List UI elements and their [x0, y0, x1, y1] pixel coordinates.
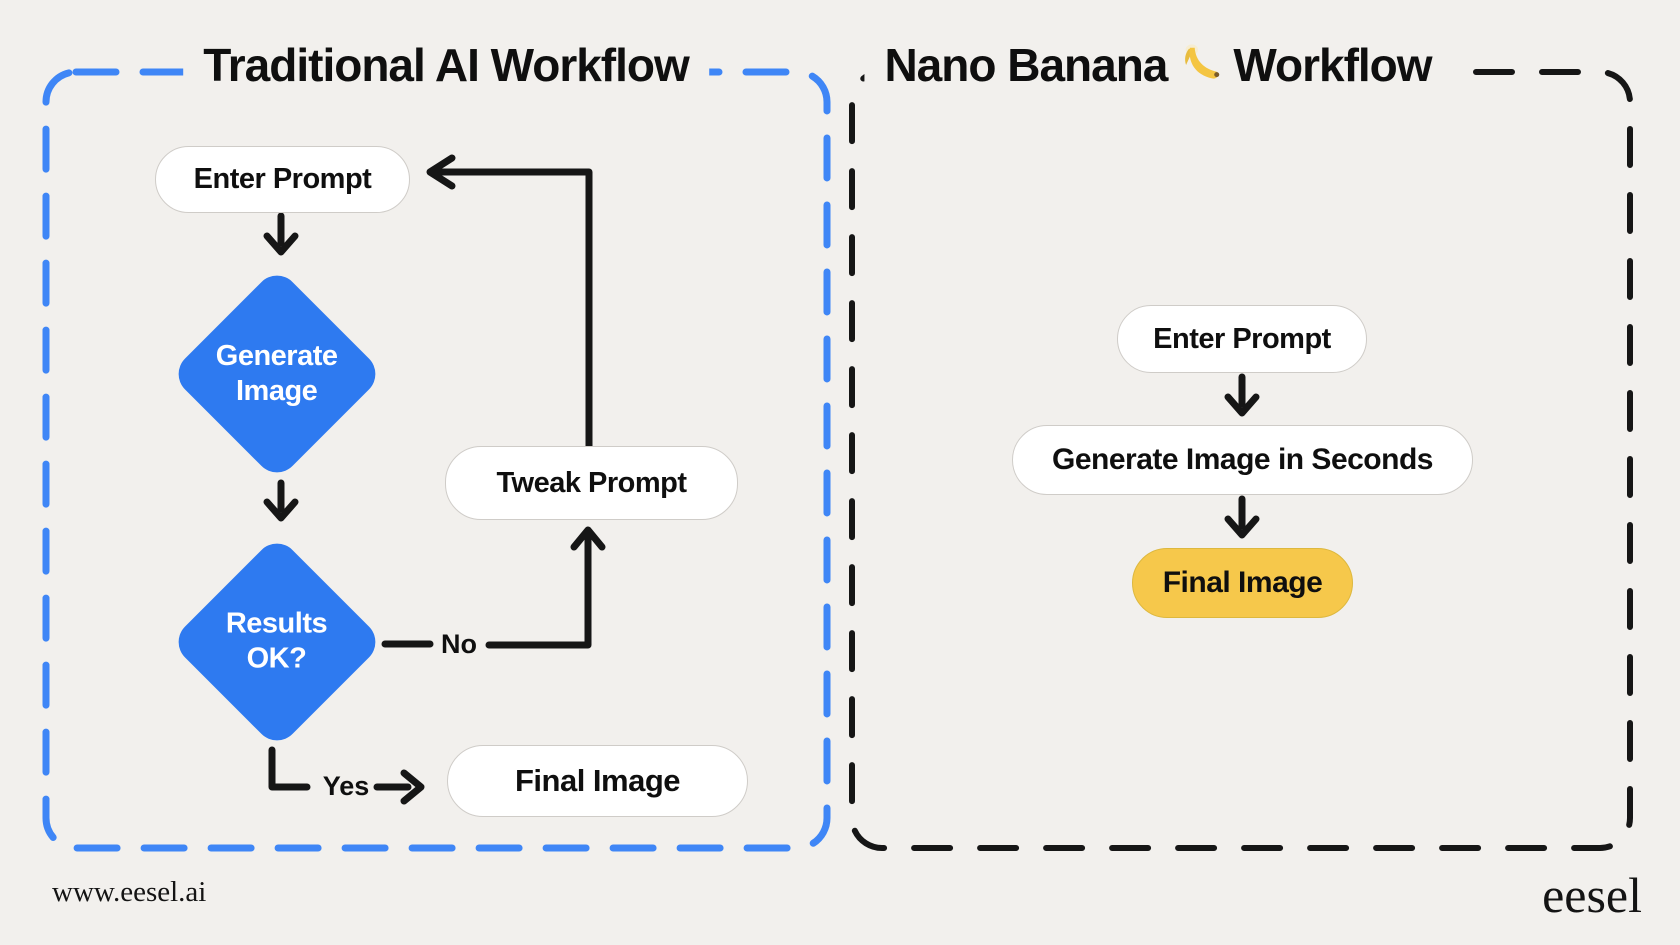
banana-emoji — [1185, 44, 1220, 79]
node-final-image-right-label: Final Image — [1162, 566, 1323, 599]
node-tweak-prompt: Tweak Prompt — [445, 446, 738, 520]
footer-website-url: www.eesel.ai — [52, 876, 207, 908]
node-final-image-right: Final Image — [1132, 548, 1353, 618]
arrow-generate-to-results — [263, 479, 299, 522]
node-tweak-prompt-label: Tweak Prompt — [496, 466, 687, 499]
node-enter-prompt-right-label: Enter Prompt — [1153, 322, 1331, 355]
left-panel-title: Traditional AI Workflow — [183, 38, 709, 92]
node-final-image-left: Final Image — [447, 745, 748, 817]
arrow-enter-to-generate-seconds — [1224, 373, 1260, 417]
edge-yes-to-final — [268, 746, 425, 805]
left-panel-title-text: Traditional AI Workflow — [203, 39, 690, 91]
arrow-generate-seconds-to-final — [1224, 495, 1260, 539]
node-enter-prompt-right: Enter Prompt — [1117, 305, 1367, 373]
node-generate-image-in-seconds-label: Generate Image in Seconds — [1052, 443, 1433, 476]
right-panel-title-text-right: Workflow — [1233, 39, 1432, 91]
right-panel-title: Nano Banana Workflow — [864, 38, 1452, 92]
edge-label-no: No — [441, 629, 477, 659]
edge-label-yes: Yes — [322, 771, 370, 801]
node-enter-prompt-left: Enter Prompt — [155, 146, 410, 213]
node-generate-image-in-seconds: Generate Image in Seconds — [1012, 425, 1473, 495]
right-panel-title-text-left: Nano Banana — [884, 39, 1168, 91]
footer-brand-logo: eesel — [1542, 867, 1642, 923]
node-enter-prompt-left-label: Enter Prompt — [193, 163, 372, 195]
node-final-image-left-label: Final Image — [514, 763, 681, 798]
arrow-enter-to-generate — [263, 212, 299, 256]
edge-tweak-back-to-enter — [426, 154, 593, 452]
edge-no-to-tweak — [381, 526, 606, 649]
